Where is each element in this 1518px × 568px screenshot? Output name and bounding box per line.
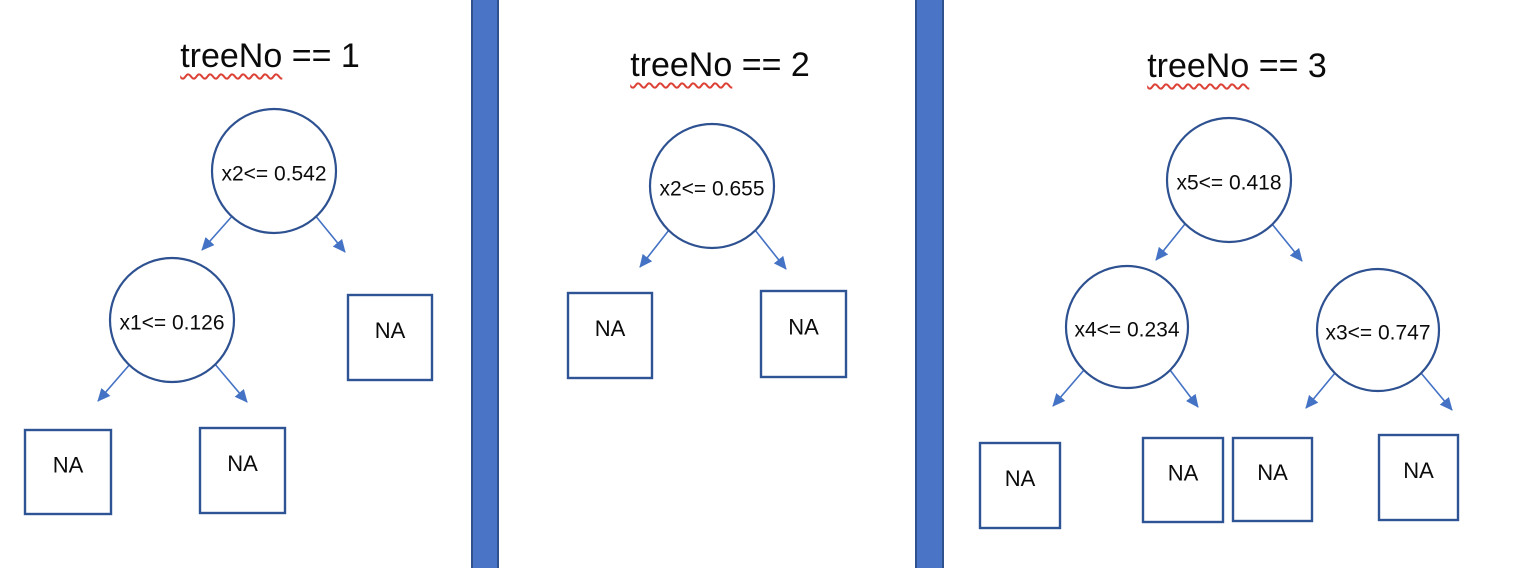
tree2-leaf-na-1-box [566,291,654,380]
tree2-title: treeNo == 2 [630,47,810,83]
tree1-split-x2-label: x2<= 0.542 [221,163,326,186]
tree3-leaf-na-2-label: NA [1168,461,1199,486]
tree3-leaf-na-1-box [978,441,1062,530]
tree3-leaf-na-2-box [1141,436,1225,524]
tree1-leaf-na-1-box [346,293,434,382]
tree3-leaf-na-1-label: NA [1005,466,1036,491]
tree1-title-word: treeNo [180,37,283,75]
tree3-split-x4-label: x4<= 0.234 [1074,319,1179,342]
tree2-branch-arrow-1 [639,229,670,268]
tree1-leaf-na-3-box [198,426,287,515]
tree3-leaf-na-3-label: NA [1257,460,1288,485]
tree2-title-word: treeNo [630,46,733,84]
tree3-leaf-na-4-label: NA [1403,458,1434,483]
tree2-leaf-na-2-label: NA [788,315,819,340]
tree1-split-x1-label: x1<= 0.126 [119,312,224,335]
tree1-branch-arrow-1 [201,213,235,251]
tree3-branch-arrow-5 [1305,372,1336,409]
tree3-split-x3-circle [1315,267,1441,393]
tree1-branch-arrow-2 [313,213,346,253]
tree2-split-x2-label: x2<= 0.655 [659,178,764,201]
tree2-leaf-na-2-box [759,289,848,379]
tree1-split-x2-circle [210,107,338,235]
tree3-title-word: treeNo [1147,47,1250,85]
tree1-title-rest: == 1 [282,37,360,75]
tree1-leaf-na-2-label: NA [53,453,84,478]
tree3-branch-arrow-3 [1052,369,1085,407]
tree3-title-rest: == 3 [1249,47,1327,85]
divider-bar-2 [915,0,944,568]
tree3-leaf-na-4-box [1377,433,1460,522]
tree1-leaf-na-2-box [23,428,113,516]
tree3-split-x5-label: x5<= 0.418 [1176,172,1281,195]
tree3-split-x3-label: x3<= 0.747 [1325,322,1430,345]
tree3-split-x5-circle [1165,116,1293,244]
tree1-split-x1-circle [108,256,236,384]
tree3-branch-arrow-6 [1420,372,1453,411]
tree3-title: treeNo == 3 [1147,48,1327,84]
tree3-branch-arrow-4 [1169,369,1199,408]
tree2-leaf-na-1-label: NA [595,316,626,341]
tree3-branch-arrow-2 [1271,223,1303,262]
tree2-title-rest: == 2 [732,46,810,84]
tree2-split-x2-circle [648,122,776,250]
tree3-branch-arrow-1 [1155,223,1186,261]
tree1-title: treeNo == 1 [180,38,360,74]
divider-bar-1 [471,0,499,568]
tree1-leaf-na-3-label: NA [227,451,258,476]
tree1-leaf-na-1-label: NA [375,318,406,343]
tree2-branch-arrow-2 [754,229,787,270]
tree3-split-x4-circle [1064,264,1190,390]
tree1-branch-arrow-4 [213,362,248,403]
tree3-leaf-na-3-box [1231,436,1314,523]
tree1-branch-arrow-3 [97,362,132,402]
